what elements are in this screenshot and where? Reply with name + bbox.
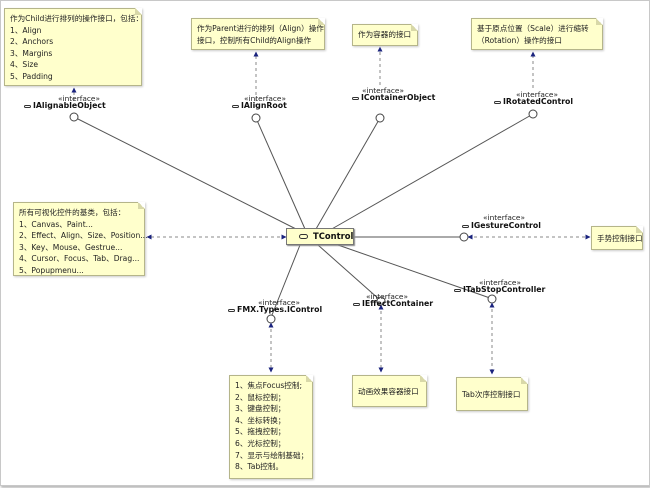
note-rotated: 基于原点位置（Scale）进行缩转 （Rotation）操作的接口 — [471, 18, 603, 50]
lollipop-ialignroot — [251, 113, 261, 123]
note-line: 5、Padding — [10, 71, 53, 81]
lollipop-igesture — [459, 232, 469, 242]
lollipop-irotated — [528, 109, 538, 119]
link-icontainer — [315, 117, 381, 230]
note-line: 1、Align — [10, 25, 42, 35]
note-align-parent: 作为Parent进行的排列（Align）操作 接口，控制所有Child的Alig… — [191, 18, 325, 50]
interface-name-ialignroot[interactable]: IAlignRoot — [241, 101, 287, 110]
link-icontrol — [271, 244, 301, 316]
note-line: 手势控制接口 — [597, 234, 643, 243]
note-icontrol: 1、焦点Focus控制; 2、鼠标控制； 3、键盘控制； 4、坐标转换； 5、拖… — [229, 375, 313, 479]
note-line: 1、焦点Focus控制; — [235, 381, 303, 390]
interface-name-icontainer[interactable]: IContainerObject — [361, 93, 436, 102]
class-icon — [299, 234, 308, 239]
stereotype-icontainer: «interface» — [362, 86, 405, 95]
interface-name-ialignable[interactable]: IAlignableObject — [33, 101, 106, 110]
note-gesture: 手势控制接口 — [591, 226, 643, 250]
note-line: 4、坐标转换； — [235, 415, 286, 425]
link-ieffect — [317, 244, 381, 301]
link-ialignable — [73, 116, 299, 231]
note-base-class: 所有可视化控件的基类，包括： 1、Canvas、Paint... 2、Effec… — [13, 202, 148, 276]
note-line: 作为容器的接口 — [358, 30, 412, 39]
note-line: 接口，控制所有Child的Align操作 — [197, 35, 312, 45]
note-line: 作为Parent进行的排列（Align）操作 — [197, 24, 324, 33]
note-line: Tab次序控制接口 — [462, 390, 521, 399]
lollipop-icontrol — [266, 314, 276, 324]
interface-name-itabstop[interactable]: ITabStopController — [463, 285, 546, 294]
interface-icon — [24, 105, 31, 108]
note-line: 5、拖拽控制； — [235, 427, 286, 437]
stereotype-ialignable: «interface» — [58, 94, 101, 103]
note-align-child: 作为Child进行排列的操作接口，包括： 1、Align 2、Anchors 3… — [4, 8, 144, 86]
interface-icon — [232, 105, 239, 108]
note-line: 4、Size — [10, 60, 39, 70]
interface-icon — [462, 225, 469, 228]
note-container: 作为容器的接口 — [352, 24, 418, 46]
interface-name-icontrol[interactable]: FMX.Types.IControl — [237, 305, 323, 314]
interface-name-irotated[interactable]: IRotatedControl — [503, 97, 574, 106]
link-itabstop — [337, 244, 491, 299]
note-line: （Rotation）操作的接口 — [477, 35, 562, 45]
stereotype-irotated: «interface» — [516, 90, 559, 99]
note-line: 4、Cursor、Focus、Tab、Drag... — [19, 254, 140, 264]
class-tcontrol[interactable]: TControl — [286, 228, 354, 245]
lollipop-itabstop — [487, 294, 497, 304]
class-name: TControl — [313, 231, 354, 241]
interface-name-igesture[interactable]: IGestureControl — [471, 221, 541, 230]
note-line: 7、显示与绘制基础； — [235, 450, 309, 460]
interface-name-ieffect[interactable]: IEffectContainer — [362, 299, 434, 308]
note-line: 2、鼠标控制； — [235, 392, 286, 402]
interface-icon — [353, 303, 360, 306]
note-line: 作为Child进行排列的操作接口，包括： — [10, 14, 144, 23]
note-line: 2、Effect、Align、Size、Position... — [19, 231, 148, 241]
note-line: 2、Anchors — [10, 37, 54, 47]
stereotype-ialignroot: «interface» — [244, 94, 287, 103]
link-irotated — [329, 113, 534, 231]
stereotype-itabstop: «interface» — [479, 278, 522, 287]
note-line: 基于原点位置（Scale）进行缩转 — [477, 24, 589, 33]
note-effect: 动画效果容器接口 — [352, 375, 427, 407]
interface-icon — [454, 289, 461, 292]
interface-icon — [494, 101, 501, 104]
note-line: 动画效果容器接口 — [358, 387, 419, 396]
note-line: 3、Key、Mouse、Gestrue... — [19, 242, 123, 252]
note-line: 5、Popupmenu... — [19, 265, 84, 275]
stereotype-icontrol: «interface» — [258, 298, 301, 307]
interface-icon — [352, 97, 359, 100]
note-line: 3、Margins — [10, 48, 53, 58]
stereotype-ieffect: «interface» — [366, 292, 409, 301]
note-line: 6、光标控制； — [235, 438, 286, 448]
link-ialignroot — [255, 117, 306, 230]
interface-icon — [228, 309, 235, 312]
stereotype-igesture: «interface» — [483, 213, 526, 222]
note-tabstop: Tab次序控制接口 — [456, 377, 528, 411]
note-line: 1、Canvas、Paint... — [19, 219, 93, 229]
note-line: 所有可视化控件的基类，包括： — [19, 208, 126, 217]
note-line: 3、键盘控制； — [235, 404, 286, 414]
note-line: 8、Tab控制。 — [235, 462, 284, 472]
lollipop-ialignable — [69, 112, 79, 122]
lollipop-icontainer — [375, 113, 385, 123]
